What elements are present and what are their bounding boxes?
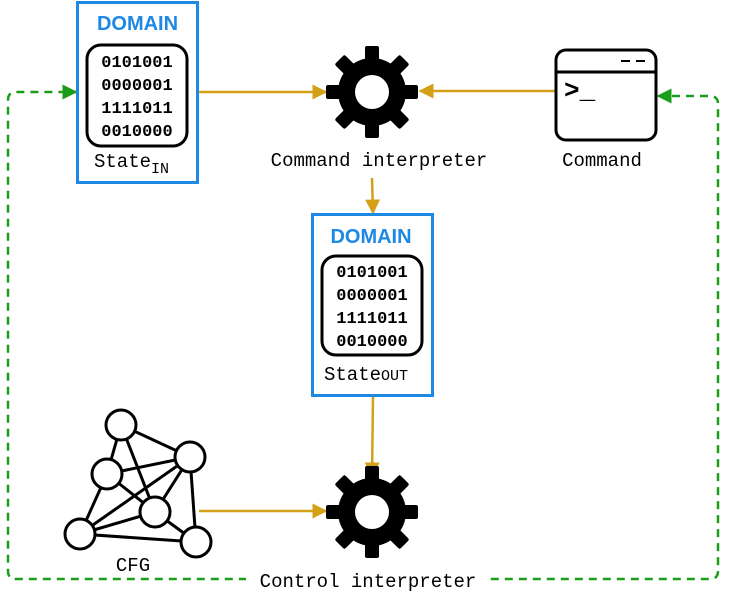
state-in-memory-block <box>85 43 189 148</box>
state-in-label-main: State <box>94 151 151 173</box>
state-out-domain-label: DOMAIN <box>330 226 411 248</box>
state-in-label: StateIN <box>94 151 169 178</box>
arrow-command-interpreter-to-stateout <box>365 177 381 215</box>
cfg-label: CFG <box>116 555 150 577</box>
arrow-stateout-to-control-interpreter <box>364 395 380 478</box>
state-in-box: DOMAIN 0101001 0000001 1111011 0010000 S… <box>76 1 199 184</box>
command-interpreter-gear-icon <box>326 46 418 138</box>
state-out-bits-row: 0000001 <box>336 287 407 306</box>
state-in-bits-row: 0010000 <box>101 123 172 142</box>
command-prompt: >_ <box>564 76 596 106</box>
control-interpreter-gear-icon <box>326 466 418 558</box>
state-out-bits-row: 1111011 <box>336 310 407 329</box>
state-out-bits-row: 0010000 <box>336 333 407 352</box>
state-out-box: DOMAIN 0101001 0000001 1111011 0010000 S… <box>311 213 434 397</box>
cfg-graph-icon <box>63 408 213 559</box>
feedback-loop-arrow <box>6 84 720 581</box>
state-in-label-sub: IN <box>151 161 169 178</box>
command-interpreter-label: Command interpreter <box>271 150 488 172</box>
state-out-label: StateOUT <box>324 364 408 386</box>
state-in-bits-row: 1111011 <box>101 100 172 119</box>
command-terminal-icon: >_ <box>554 48 658 142</box>
state-out-bits-row: 0101001 <box>336 264 407 283</box>
state-in-domain-label: DOMAIN <box>97 13 178 35</box>
control-interpreter-label: Control interpreter <box>260 571 477 593</box>
state-in-bits-row: 0101001 <box>101 54 172 73</box>
state-out-label-sub: OUT <box>381 368 408 385</box>
command-label: Command <box>562 150 642 172</box>
state-out-label-main: State <box>324 364 381 386</box>
state-out-memory-block <box>320 254 424 357</box>
state-in-bits-row: 0000001 <box>101 77 172 96</box>
